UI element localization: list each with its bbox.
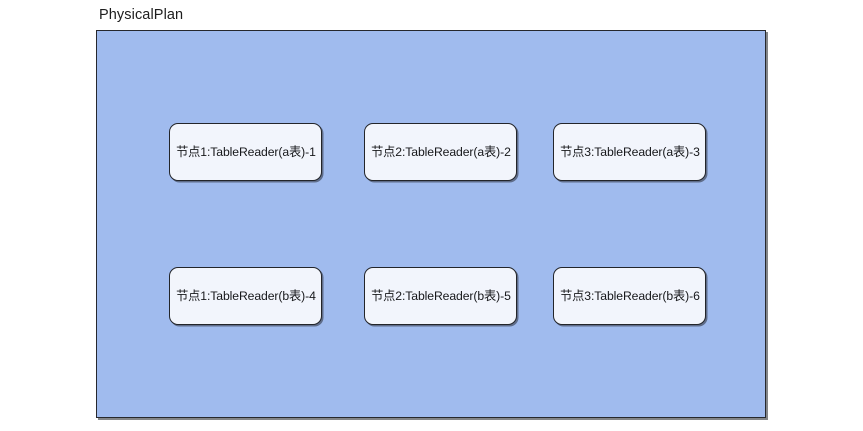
node-label: 节点1:TableReader(b表)-4: [175, 288, 316, 303]
node-box-tablereader-a-3[interactable]: 节点3:TableReader(a表)-3: [553, 123, 706, 181]
node-box-tablereader-b-5[interactable]: 节点2:TableReader(b表)-5: [364, 267, 517, 325]
node-label: 节点3:TableReader(a表)-3: [559, 144, 700, 159]
node-box-tablereader-b-4[interactable]: 节点1:TableReader(b表)-4: [169, 267, 322, 325]
node-label: 节点2:TableReader(a表)-2: [370, 144, 511, 159]
node-row-a-table: 节点1:TableReader(a表)-1 节点2:TableReader(a表…: [97, 123, 767, 181]
node-box-tablereader-a-1[interactable]: 节点1:TableReader(a表)-1: [169, 123, 322, 181]
node-box-tablereader-b-6[interactable]: 节点3:TableReader(b表)-6: [553, 267, 706, 325]
node-row-b-table: 节点1:TableReader(b表)-4 节点2:TableReader(b表…: [97, 267, 767, 325]
node-label: 节点2:TableReader(b表)-5: [370, 288, 511, 303]
node-label: 节点3:TableReader(b表)-6: [559, 288, 700, 303]
physical-plan-container[interactable]: 节点1:TableReader(a表)-1 节点2:TableReader(a表…: [96, 30, 766, 418]
page-title: PhysicalPlan: [99, 7, 184, 23]
node-box-tablereader-a-2[interactable]: 节点2:TableReader(a表)-2: [364, 123, 517, 181]
node-label: 节点1:TableReader(a表)-1: [175, 144, 316, 159]
